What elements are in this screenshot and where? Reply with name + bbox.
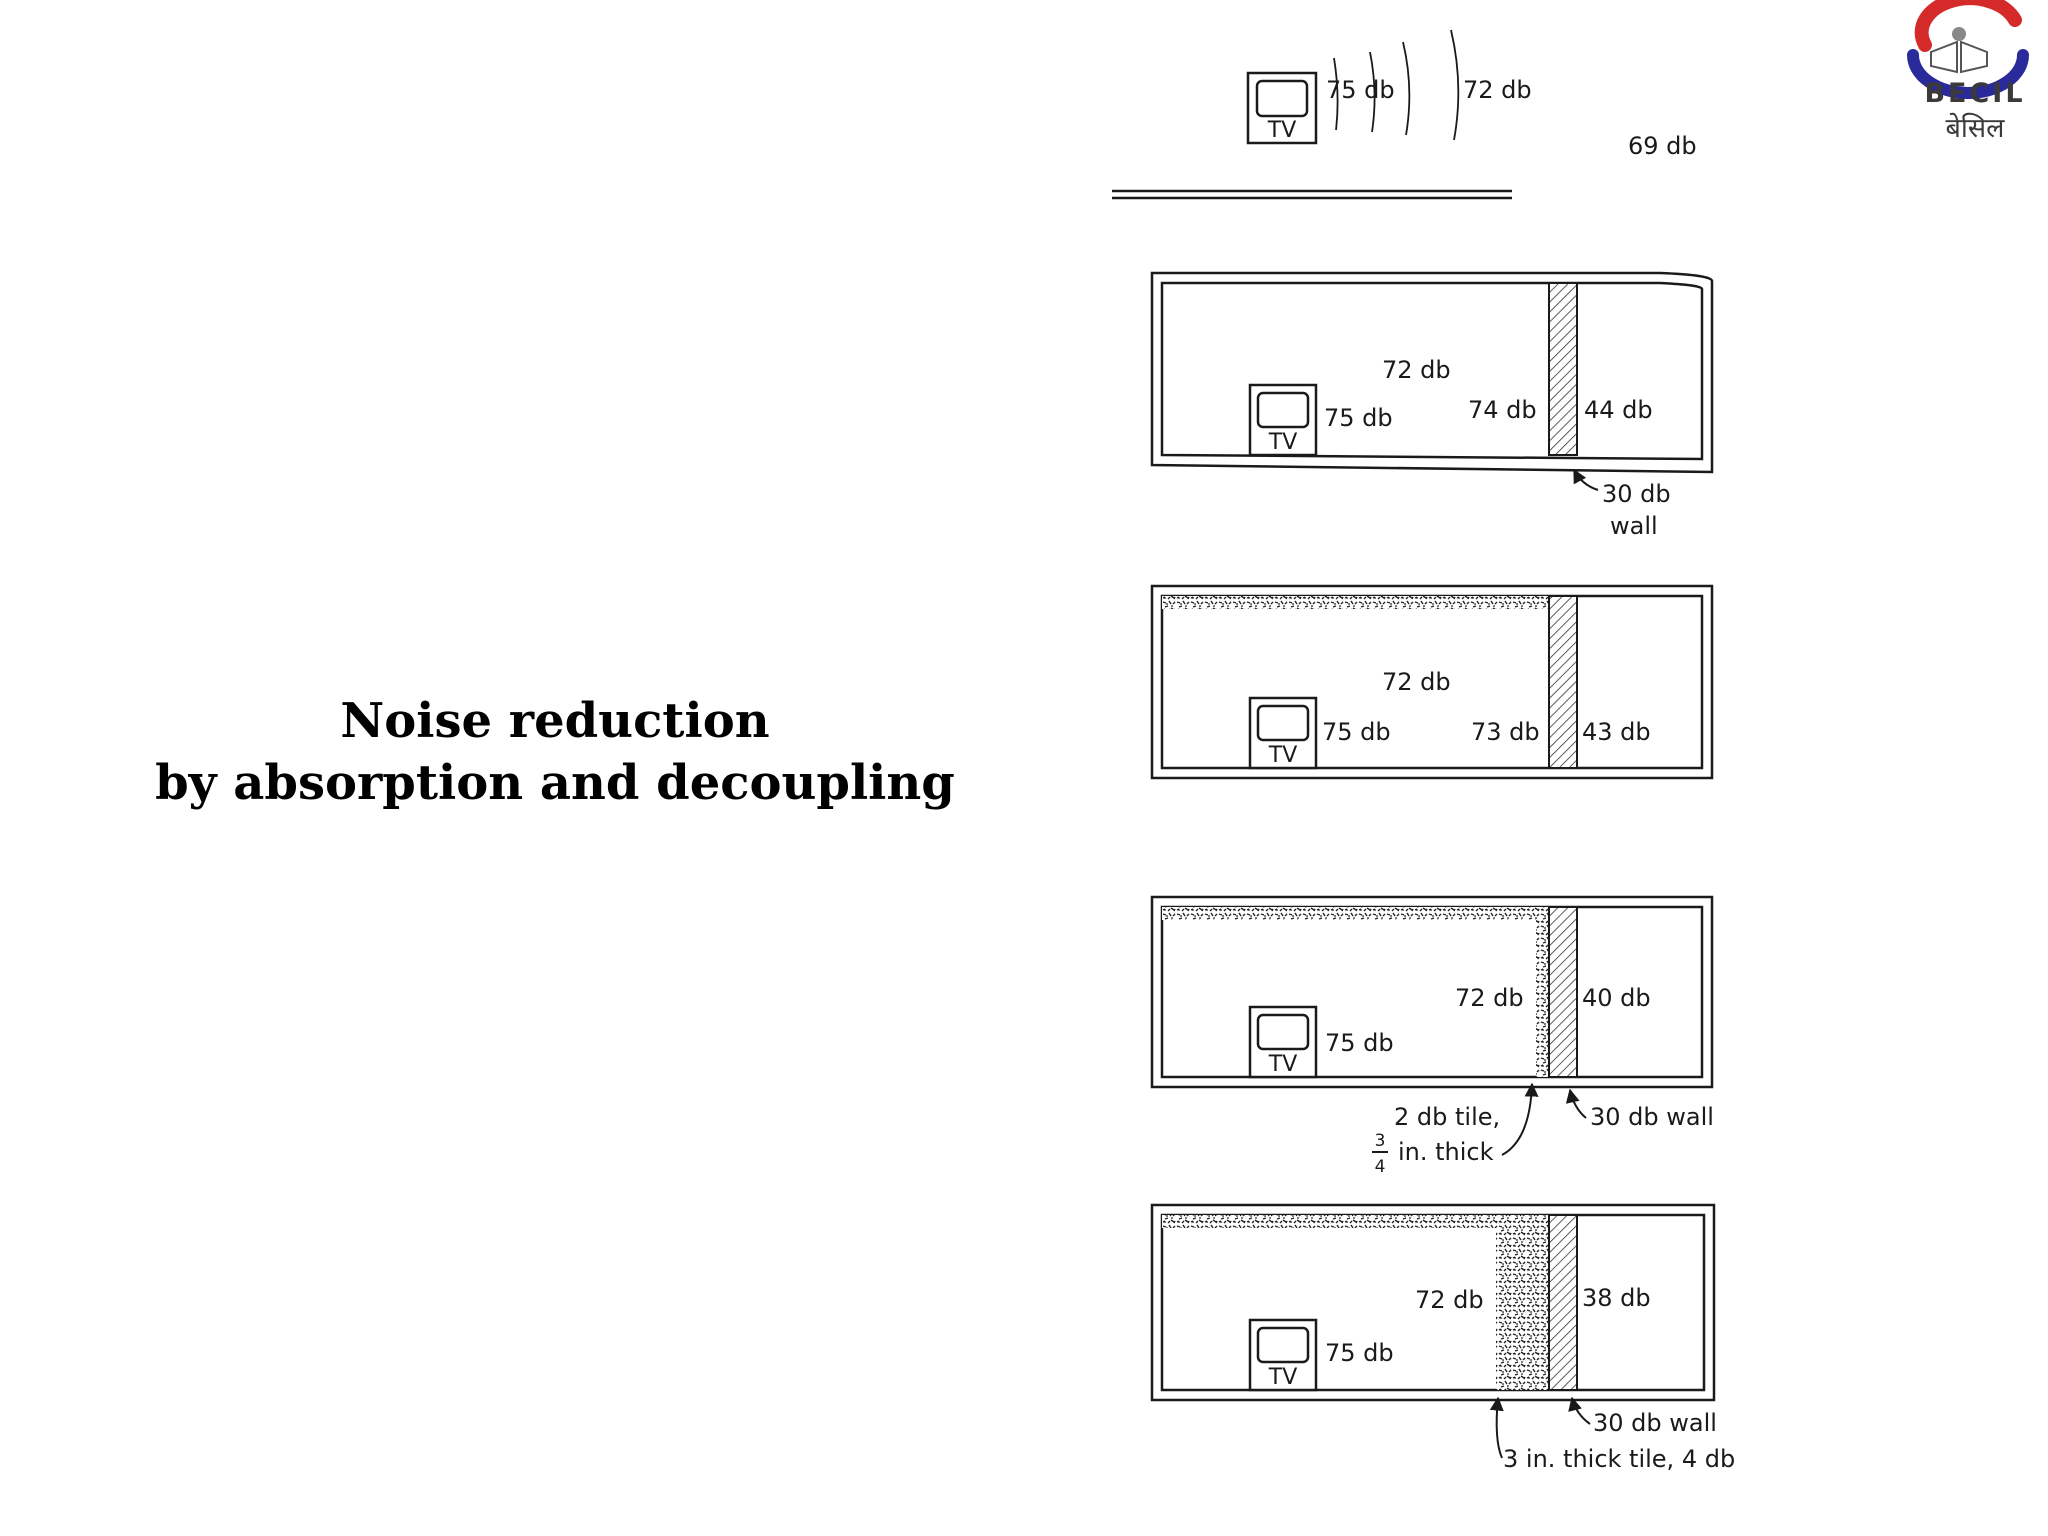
sound-wave-lines [1333,29,1460,141]
wall-near-level: 72 db [1455,984,1524,1012]
tv-icon: TV [1248,383,1318,457]
wall-near-level: 74 db [1468,396,1537,424]
ceiling-absorber [1162,1215,1496,1228]
tv-icon: TV [1246,71,1318,145]
ground-line [1112,189,1512,200]
wall-far-level: 43 db [1582,718,1651,746]
thick-wall-tile [1496,1215,1549,1390]
room-level: 72 db [1382,668,1451,696]
source-level: 75 db [1322,718,1391,746]
tv-label: TV [1268,743,1298,768]
partition-wall [1548,1214,1578,1391]
ceiling-absorber [1162,596,1549,609]
thin-wall-tile [1536,907,1549,1077]
wall-note: 30 db wall [1593,1409,1717,1437]
partition-wall [1548,595,1578,769]
tv-icon: TV [1248,1318,1318,1392]
open-mid-level: 72 db [1463,76,1532,104]
wall-far-level: 44 db [1584,396,1653,424]
tile-note: 3 in. thick tile, 4 db [1503,1445,1735,1473]
becil-logo [1907,0,2029,99]
title-line-2: by absorption and decoupling [155,755,955,811]
wall-pointer-arrow [1565,1088,1587,1119]
tile-note-1: 2 db tile, [1394,1103,1500,1131]
source-level: 75 db [1325,1339,1394,1367]
open-source-level: 75 db [1326,76,1395,104]
tile-fraction-denominator: 4 [1375,1157,1386,1177]
room-level: 72 db [1382,356,1451,384]
tile-pointer-arrow [1501,1082,1539,1156]
logo-text-english: BECIL [1924,78,2026,109]
scene-open-field: TV 75 db 72 db 69 db [1112,29,1697,200]
room-outline [1150,271,1714,474]
wall-far-level: 38 db [1582,1284,1651,1312]
tv-icon: TV [1248,1005,1318,1079]
scene-thin-tile: TV 75 db 72 db 40 db 2 db tile, 3 4 in. … [1150,895,1714,1177]
source-level: 75 db [1324,404,1393,432]
title-line-1: Noise reduction [340,693,770,749]
wall-note-2: wall [1610,512,1658,540]
logo-text-hindi: बेसिल [1945,113,2005,144]
open-far-level: 69 db [1628,132,1697,160]
tv-label: TV [1267,118,1297,143]
tile-pointer-arrow [1489,1396,1504,1459]
tile-note-2: in. thick [1398,1138,1494,1166]
ceiling-absorber [1162,907,1536,920]
wall-pointer-arrow [1568,1396,1591,1425]
scene-ceiling-absorption: TV 72 db 75 db 73 db 43 db [1150,584,1714,780]
wall-far-level: 40 db [1582,984,1651,1012]
partition-wall [1548,906,1578,1078]
wall-note-1: 30 db [1602,480,1671,508]
tv-label: TV [1268,1052,1298,1077]
tile-fraction-numerator: 3 [1375,1131,1386,1151]
wall-near-level: 73 db [1471,718,1540,746]
wall-pointer-arrow [1573,468,1599,491]
scene-bare-room: TV 72 db 75 db 74 db 44 db 30 db wall [1150,271,1714,540]
wall-near-level: 72 db [1415,1286,1484,1314]
tv-icon: TV [1248,696,1318,770]
tv-label: TV [1268,430,1298,455]
source-level: 75 db [1325,1029,1394,1057]
slide-title: Noise reduction by absorption and decoup… [80,690,1030,814]
wall-note: 30 db wall [1590,1103,1714,1131]
partition-wall [1548,282,1578,456]
tv-label: TV [1268,1365,1298,1390]
scene-thick-tile: TV 75 db 72 db 38 db 30 db wall 3 in. th… [1150,1203,1735,1473]
